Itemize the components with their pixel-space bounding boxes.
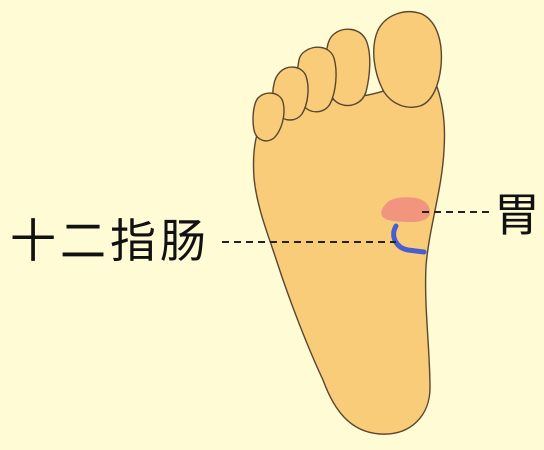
big-toe <box>374 12 442 108</box>
duodenum-label: 十二指肠 <box>10 218 210 264</box>
foot-sole-outline <box>254 82 445 434</box>
stomach-label: 胃 <box>494 192 540 238</box>
foot-sole <box>253 12 444 434</box>
